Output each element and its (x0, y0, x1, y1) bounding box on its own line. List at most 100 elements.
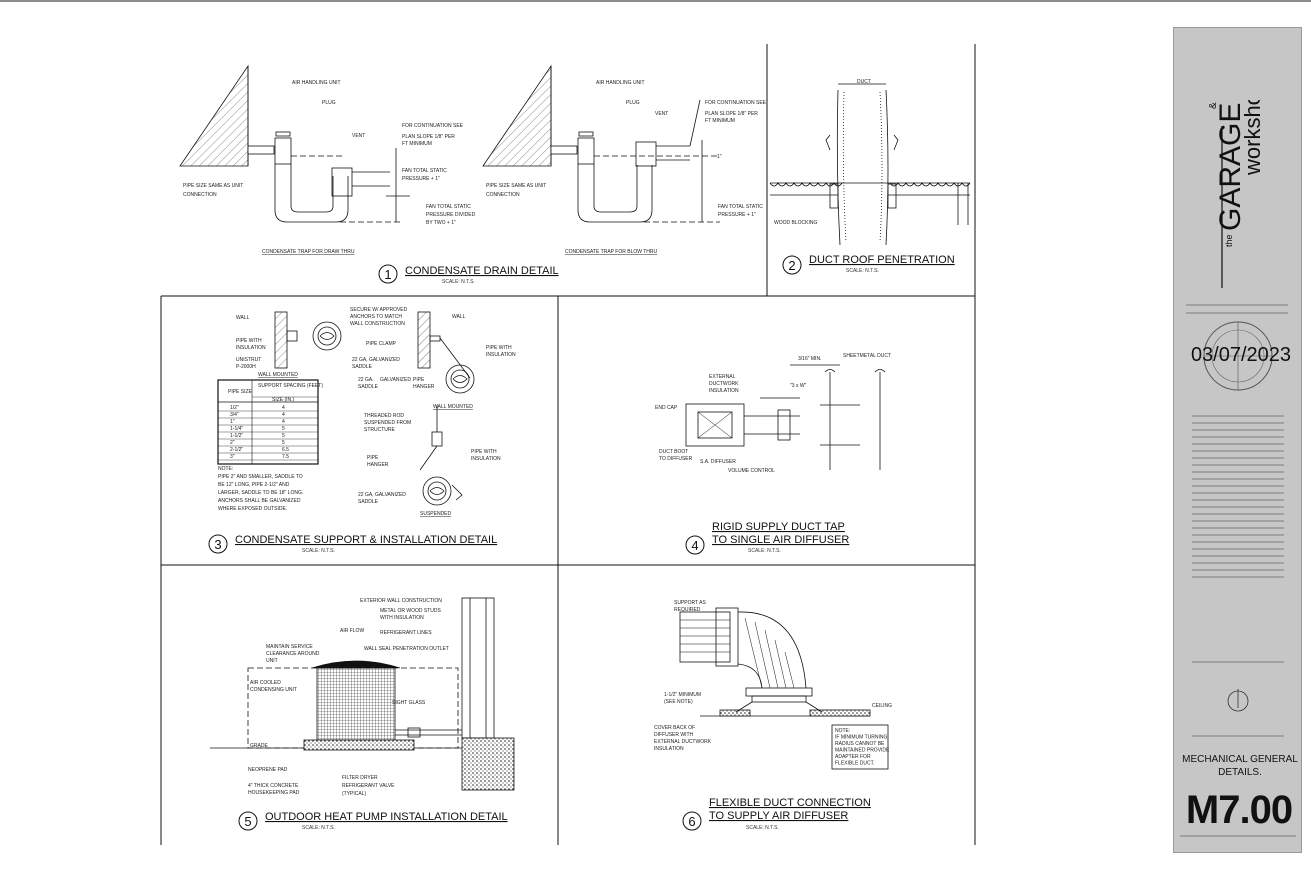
label-hanger-2: HANGER (367, 462, 389, 468)
detail-title-3: CONDENSATE SUPPORT & INSTALLATION DETAIL (235, 534, 497, 546)
label-pipe-insulation-2: INSULATION (236, 345, 266, 351)
label-pipe-size: PIPE SIZE SAME AS UNIT (183, 183, 243, 189)
label-pipe-insulation-4: INSULATION (486, 352, 516, 358)
label-pipe-hanger-2: HANGER (413, 384, 435, 390)
label-ft-minimum: FT MINIMUM (402, 141, 432, 147)
label-secure-1: SECURE W/ APPROVED (350, 307, 408, 313)
table-header-spacing: SUPPORT SPACING (FEET) (258, 383, 323, 389)
label-secure-3: WALL CONSTRUCTION (350, 321, 405, 327)
label-fan-pressure: PRESSURE + 1" (402, 176, 440, 182)
label-22ga-saddle: 22 GA, GALVANIZED (352, 357, 400, 363)
label-min-dim: 3/16" MIN. (798, 356, 821, 362)
label-saddle-2: SADDLE (358, 499, 379, 505)
label-refrigerant-lines: REFRIGERANT LINES (380, 630, 432, 636)
label-connection-2: CONNECTION (486, 192, 520, 198)
detail-scale-4: SCALE: N.T.S. (748, 548, 781, 554)
label-concrete-2: HOUSEKEEPING PAD (248, 790, 300, 796)
detail-scale-5: SCALE: N.T.S. (302, 825, 335, 831)
label-cover-2: DIFFUSER WITH (654, 732, 694, 738)
support-spacing-table: PIPE SIZE SUPPORT SPACING (FEET) SIZE (I… (217, 379, 323, 465)
label-wood-blocking: WOOD BLOCKING (774, 220, 817, 226)
label-sight-glass: SIGHT GLASS (392, 700, 426, 706)
detail-title-6-line-2: TO SUPPLY AIR DIFFUSER (709, 810, 848, 822)
sheet-name: MECHANICAL GENERAL DETAILS. (1182, 754, 1298, 778)
detail-scale-2: SCALE: N.T.S. (846, 268, 879, 274)
table-cell-spacing: 5 (282, 426, 285, 432)
detail-4-rigid-supply-duct-tap: 3/16" MIN. SHEETMETAL DUCT EXTERNAL DUCT… (655, 353, 891, 555)
label-suspended: SUSPENDED (420, 511, 452, 517)
label-galv-2: GALVANIZED (380, 377, 411, 383)
detail-2-duct-roof-penetration: DUCT WOOD BLOCKING 2 DUCT ROOF PENETRATI… (769, 79, 971, 275)
label-continuation: FOR CONTINUATION SEE (402, 123, 464, 129)
label-neoprene-pad: NEOPRENE PAD (248, 767, 288, 773)
label-pipe-clamp: PIPE CLAMP (366, 341, 397, 347)
detail-5-outdoor-heat-pump: EXTERIOR WALL CONSTRUCTION METAL OR WOOD… (210, 597, 515, 831)
detail-number-6: 6 (688, 814, 695, 829)
label-suspended-from: SUSPENDED FROM (364, 420, 411, 426)
label-external: EXTERNAL (709, 374, 736, 380)
label-plug-2: PLUG (626, 100, 640, 106)
title-block (1173, 27, 1302, 853)
blow-thru-trap-drawing (482, 64, 720, 223)
label-maintain-1: MAINTAIN SERVICE (266, 644, 313, 650)
sheet-number: M7.00 (1185, 788, 1293, 832)
note-line: BE 12" LONG, PIPE 2-1/2" AND (218, 482, 290, 488)
label-see-note: (SEE NOTE) (664, 699, 693, 705)
brand-garage: GARAGE (1214, 103, 1247, 231)
brand-ampersand: & (1209, 102, 1219, 109)
label-connection: CONNECTION (183, 192, 217, 198)
detail-number-5: 5 (244, 814, 251, 829)
detail-title-4-line-2: TO SINGLE AIR DIFFUSER (712, 534, 849, 546)
panel-frames (160, 44, 976, 845)
caption-blow-thru: CONDENSATE TRAP FOR BLOW THRU (565, 249, 658, 255)
title-block-graphics (1180, 126, 1296, 837)
label-condensing-unit: CONDENSING UNIT (250, 687, 297, 693)
table-cell-spacing: 4 (282, 412, 285, 418)
detail-number-3: 3 (214, 537, 221, 552)
label-duct: DUCT (857, 79, 871, 85)
label-maintain-2: CLEARANCE AROUND (266, 651, 320, 657)
note-line: WHERE EXPOSED OUTSIDE. (218, 506, 287, 512)
label-size: "3 x W" (790, 383, 807, 389)
label-structure: STRUCTURE (364, 427, 395, 433)
label-continuation-2: FOR CONTINUATION SEE (705, 100, 767, 106)
label-studs-2: WITH INSULATION (380, 615, 424, 621)
label-cover-4: INSULATION (654, 746, 684, 752)
detail-number-4: 4 (691, 538, 698, 553)
detail-1-condensate-drain: AIR HANDLING UNIT PLUG VENT FOR CONTINUA… (179, 64, 767, 285)
detail-title-5: OUTDOOR HEAT PUMP INSTALLATION DETAIL (265, 811, 508, 823)
label-ceiling: CEILING (872, 703, 892, 709)
detail-6-flexible-duct-connection: SUPPORT AS REQUIRED 1-1/2" MINIMUM (SEE … (654, 600, 892, 831)
note-line: NOTE: (218, 466, 233, 472)
label-slope-2: PLAN SLOPE 1/8" PER (705, 111, 758, 117)
label-sa-diffuser: S.A. DIFFUSER (700, 459, 736, 465)
label-wall-2: WALL (452, 314, 466, 320)
label-threaded-rod: THREADED ROD (364, 413, 404, 419)
label-one-inch: 1" (717, 154, 722, 160)
table-cell-pipe-size: 3" (230, 454, 235, 460)
note-line: FLEXIBLE DUCT. (835, 761, 874, 767)
label-by-two: BY TWO + 1" (426, 220, 456, 226)
detail-title-1: CONDENSATE DRAIN DETAIL (405, 265, 559, 277)
detail-title-2: DUCT ROOF PENETRATION (809, 254, 955, 266)
label-exterior-wall: EXTERIOR WALL CONSTRUCTION (360, 598, 442, 604)
label-plug: PLUG (322, 100, 336, 106)
date-stamp: 03/07/2023 (1190, 344, 1292, 366)
note-line: ADAPTER FOR (835, 754, 871, 760)
label-typical: (TYPICAL) (342, 791, 367, 797)
label-fan-static-3: FAN TOTAL STATIC (718, 204, 763, 210)
label-insulation: INSULATION (709, 388, 739, 394)
note-line: MAINTAINED PROVIDE (835, 748, 890, 754)
table-cell-pipe-size: 1" (230, 419, 235, 425)
label-fan-static-2: FAN TOTAL STATIC (426, 204, 471, 210)
brand-logo: the GARAGE & workshop (1209, 100, 1265, 247)
table-cell-pipe-size: 2-1/2" (230, 447, 243, 453)
label-air-handling-unit: AIR HANDLING UNIT (292, 80, 341, 86)
label-vent-2: VENT (655, 111, 668, 117)
label-concrete-1: 4" THICK CONCRETE (248, 783, 299, 789)
label-vent: VENT (352, 133, 365, 139)
label-wall-seal: WALL SEAL PENETRATION OUTLET (364, 646, 449, 652)
label-volume-control: VOLUME CONTROL (728, 468, 775, 474)
label-grade: GRADE (250, 743, 268, 749)
